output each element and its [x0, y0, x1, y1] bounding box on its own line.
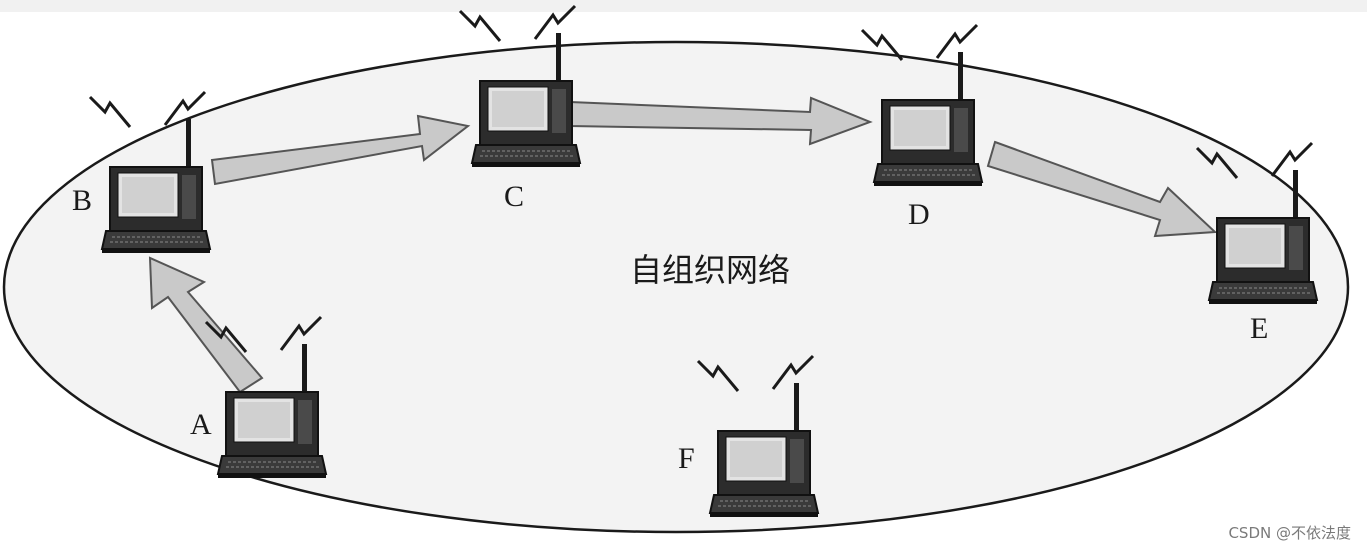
node-label-a: A — [190, 408, 212, 441]
node-label-f: F — [678, 442, 695, 475]
arrow-a-to-b — [148, 256, 264, 394]
arrow-c-to-d — [569, 96, 873, 146]
watermark: CSDN @不依法度 — [1228, 524, 1351, 542]
arrow-b-to-c — [210, 114, 471, 186]
top-strip — [0, 0, 1367, 12]
node-label-c: C — [504, 180, 524, 213]
node-label-d: D — [908, 198, 930, 231]
network-title: 自组织网络 — [630, 251, 790, 289]
arrow-d-to-e — [986, 140, 1218, 238]
node-label-e: E — [1250, 312, 1268, 345]
node-label-b: B — [72, 184, 92, 217]
